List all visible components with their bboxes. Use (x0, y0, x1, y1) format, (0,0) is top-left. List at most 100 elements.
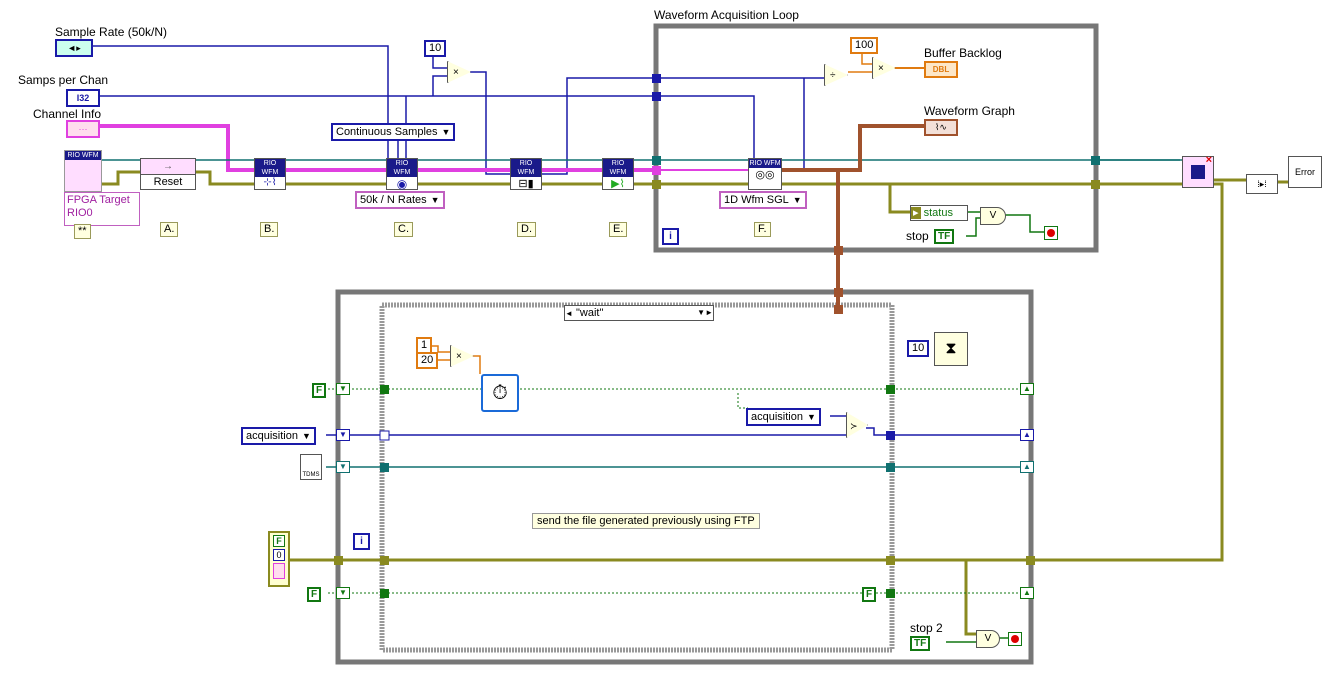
shift-register-right-4: ▲ (1020, 587, 1034, 599)
status-unbundle[interactable]: ▸ status (910, 205, 968, 221)
stop-icon (1011, 635, 1019, 643)
false-constant-1[interactable]: F (312, 383, 327, 398)
lower-loop-frame (335, 289, 1034, 665)
shift-register-right-1: ▲ (1020, 383, 1034, 395)
acquisition-input-enum[interactable]: acquisition▼ (241, 427, 316, 445)
sample-rate-terminal[interactable]: ◄▸ (55, 39, 93, 57)
shift-register-left-2: ▼ (336, 429, 350, 441)
loop-condition-top[interactable] (1044, 226, 1058, 240)
waveform-graph-indicator: ⌇∿ (924, 119, 958, 136)
const-100[interactable]: 100 (850, 37, 879, 54)
rio-wfm-node-e[interactable]: RIO WFM▶⌇ (602, 158, 634, 190)
chevron-down-icon: ▼ (430, 195, 440, 205)
or-node-bottom[interactable]: V (976, 630, 1000, 648)
stopwatch-icon: ⏱ (492, 382, 508, 404)
buffer-icon: ⊟▮ (518, 178, 534, 190)
const-10-top[interactable]: 10 (424, 40, 447, 57)
samps-per-chan-terminal[interactable]: I32 (66, 89, 100, 107)
wfm-type-value: 1D Wfm SGL (724, 194, 789, 206)
case-selector-value: "wait" (575, 307, 604, 319)
wfm-type-enum[interactable]: 1D Wfm SGL▼ (719, 191, 807, 209)
acquisition-case-value: acquisition (751, 411, 803, 423)
error-cluster-constant[interactable]: F 0 (268, 531, 290, 587)
iteration-terminal: i (662, 228, 679, 245)
chevron-down-icon: ▼ (441, 127, 451, 137)
wildcard-label: ** (74, 224, 91, 239)
reset-arrow-icon: → (163, 161, 173, 172)
channel-info-terminal[interactable]: ··· (66, 120, 100, 138)
rio-wfm-header: RIO WFM (511, 159, 541, 177)
case-selector[interactable]: ◄ "wait" ▼► (564, 305, 714, 321)
rio-wfm-node-f[interactable]: RIO WFM◎◎ (748, 158, 782, 190)
rio-wfm-node-c[interactable]: RIO WFM◉ (386, 158, 418, 191)
step-b: B. (260, 222, 279, 237)
loop-condition-bottom[interactable] (1008, 632, 1022, 646)
close-icon: × (1205, 154, 1212, 166)
chevron-down-icon: ▼ (301, 431, 311, 441)
rio-wfm-node-d[interactable]: RIO WFM⊟▮ (510, 158, 542, 190)
acquisition-input-value: acquisition (246, 430, 298, 442)
rio-wfm-header: RIO WFM (603, 159, 633, 177)
tdms-file-icon: TDMS (300, 454, 322, 480)
or-node-top[interactable]: V (980, 207, 1006, 225)
prev-case-icon: ◄ (565, 309, 573, 318)
clock-icon: ◉ (396, 177, 408, 191)
channel-info-label: Channel Info (33, 107, 102, 121)
stop-label: stop (906, 229, 929, 243)
rio-wfm-header: RIO WFM (255, 159, 285, 177)
reset-node[interactable]: → Reset (140, 158, 196, 190)
iteration-terminal-lower: i (353, 533, 370, 550)
fpga-target-ref[interactable]: FPGA Target RIO0 (64, 192, 140, 226)
unbundle-arrow-icon: ▸ (911, 207, 921, 219)
step-f: F. (754, 222, 771, 237)
waveform-icon: ⊹⌇ (263, 177, 277, 188)
step-d: D. (517, 222, 536, 237)
buffer-backlog-label: Buffer Backlog (924, 46, 1002, 60)
false-constant-3[interactable]: F (862, 587, 877, 602)
waveform-graph-label: Waveform Graph (924, 104, 1015, 118)
loop-title: Waveform Acquisition Loop (654, 8, 799, 22)
merge-errors-node[interactable]: ⁞▸⁞ (1246, 174, 1278, 194)
acquisition-case-enum[interactable]: acquisition▼ (746, 408, 821, 426)
waveform-loop-frame (653, 23, 1099, 253)
source-string (273, 563, 285, 579)
chevron-down-icon: ▼ (806, 412, 816, 422)
sample-rate-label: Sample Rate (50k/N) (55, 25, 168, 39)
metronome-node[interactable]: ⧗ (934, 332, 968, 366)
stop2-button-terminal[interactable]: TF (910, 636, 931, 651)
step-a: A. (160, 222, 179, 237)
const-10-wait[interactable]: 10 (907, 340, 930, 357)
samps-per-chan-label: Samps per Chan (18, 73, 109, 87)
rio-wfm-header: RIO WFM (749, 159, 781, 168)
continuous-samples-enum[interactable]: Continuous Samples▼ (331, 123, 456, 141)
fpga-chip-icon (1191, 165, 1205, 179)
simple-error-handler[interactable]: Error (1288, 156, 1322, 188)
rio-wfm-node-b[interactable]: RIO WFM⊹⌇ (254, 158, 286, 190)
shift-register-left-4: ▼ (336, 587, 350, 599)
buffer-backlog-indicator: DBL (924, 61, 958, 78)
fpga-node-header: RIO WFM (65, 151, 101, 160)
rates-value: 50k / N Rates (360, 194, 427, 206)
shift-register-right-3: ▲ (1020, 461, 1034, 473)
const-20[interactable]: 20 (416, 352, 439, 369)
metronome-icon: ⧗ (945, 340, 957, 357)
shift-register-left-3: ▼ (336, 461, 350, 473)
step-e: E. (609, 222, 628, 237)
fpga-open-node[interactable]: RIO WFM (64, 150, 102, 192)
rates-enum[interactable]: 50k / N Rates▼ (355, 191, 445, 209)
wait-ms-node[interactable]: ⏱ (481, 374, 519, 412)
step-c: C. (394, 222, 413, 237)
stop-icon (1047, 229, 1055, 237)
stop2-label: stop 2 (910, 621, 943, 635)
continuous-samples-value: Continuous Samples (336, 126, 438, 138)
close-fpga-node[interactable]: × (1182, 154, 1214, 188)
start-icon: ▶⌇ (611, 178, 625, 190)
read-icon: ◎◎ (755, 169, 775, 181)
chevron-down-icon: ▼► (697, 308, 713, 317)
false-constant-2[interactable]: F (307, 587, 322, 602)
rio-wfm-header: RIO WFM (387, 159, 417, 177)
chevron-down-icon: ▼ (792, 195, 802, 205)
status-bool: F (273, 535, 285, 547)
stop-button-terminal[interactable]: TF (934, 229, 955, 244)
